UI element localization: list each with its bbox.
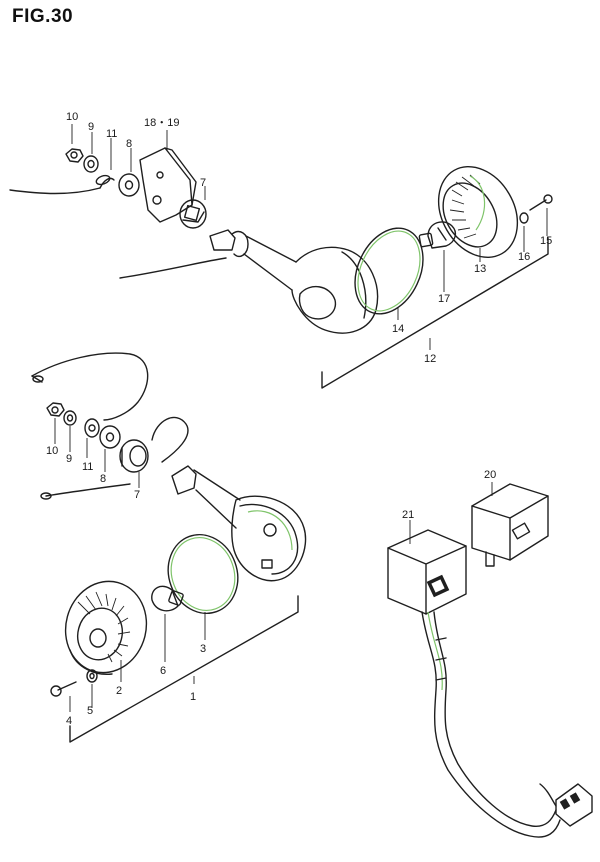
callout-18-19: 18・19 bbox=[144, 117, 179, 129]
wire-upper bbox=[9, 187, 101, 195]
grommet-7-lower bbox=[119, 439, 149, 473]
callout-8-lower: 8 bbox=[100, 473, 106, 485]
screw-4 bbox=[50, 681, 77, 697]
callout-5: 5 bbox=[87, 705, 93, 717]
callout-9-lower: 9 bbox=[66, 453, 72, 465]
harness-connector bbox=[555, 783, 593, 827]
lower-turn-signal-assembly bbox=[31, 352, 307, 743]
callout-11-lower: 11 bbox=[82, 461, 93, 473]
gasket-ring-3 bbox=[167, 533, 239, 615]
gasket-ring-14 bbox=[354, 227, 424, 315]
washer-8-lower bbox=[99, 425, 121, 449]
terminal-11-lower bbox=[84, 418, 100, 438]
callout-16: 16 bbox=[518, 251, 530, 263]
callout-13: 13 bbox=[474, 263, 486, 275]
turn-signal-unit-21 bbox=[387, 529, 467, 615]
washer-8 bbox=[118, 173, 140, 197]
callout-10-lower: 10 bbox=[46, 445, 58, 457]
group-bracket-1 bbox=[69, 595, 299, 743]
callout-2: 2 bbox=[116, 685, 122, 697]
callout-10: 10 bbox=[66, 111, 78, 123]
callout-4: 4 bbox=[66, 715, 72, 727]
grommet-7 bbox=[179, 199, 207, 229]
nut-10 bbox=[65, 148, 84, 163]
callout-9: 9 bbox=[88, 121, 94, 133]
group-bracket-12 bbox=[321, 237, 549, 389]
washer-9 bbox=[83, 155, 99, 173]
callout-1: 1 bbox=[190, 691, 196, 703]
lamp-housing-lower bbox=[231, 495, 307, 582]
callout-17: 17 bbox=[438, 293, 450, 305]
callout-labels: 10 9 11 8 18・19 7 15 16 13 17 14 12 10 9… bbox=[46, 111, 552, 727]
callout-7: 7 bbox=[200, 177, 206, 189]
bracket-18-19 bbox=[139, 147, 197, 223]
bulb-6 bbox=[151, 585, 184, 612]
callout-8: 8 bbox=[126, 138, 132, 150]
lens-13 bbox=[437, 166, 519, 258]
washer-9-lower bbox=[63, 410, 77, 426]
callout-15: 15 bbox=[540, 235, 552, 247]
callout-20: 20 bbox=[484, 469, 496, 481]
callout-6: 6 bbox=[160, 665, 166, 677]
callout-3: 3 bbox=[200, 643, 206, 655]
wire-lower bbox=[31, 352, 149, 421]
wiring-harness bbox=[421, 611, 593, 838]
callout-12: 12 bbox=[424, 353, 436, 365]
signal-stem-lower bbox=[171, 465, 241, 529]
callout-21: 21 bbox=[402, 509, 414, 521]
washer-5 bbox=[86, 669, 98, 683]
washer-16 bbox=[519, 212, 529, 224]
upper-turn-signal-assembly bbox=[9, 124, 553, 389]
callout-7-lower: 7 bbox=[134, 489, 140, 501]
wire-terminal bbox=[95, 174, 111, 186]
lamp-housing-upper bbox=[291, 246, 379, 334]
bulb-17 bbox=[418, 221, 457, 249]
screw-15 bbox=[529, 194, 553, 211]
nut-10-lower bbox=[46, 402, 65, 417]
signal-stem-upper bbox=[119, 229, 297, 291]
callout-14: 14 bbox=[392, 323, 404, 335]
callout-11: 11 bbox=[106, 128, 117, 140]
lens-2 bbox=[64, 580, 148, 675]
figure-title: FIG.30 bbox=[12, 6, 74, 27]
flasher-relay-20 bbox=[471, 483, 549, 567]
